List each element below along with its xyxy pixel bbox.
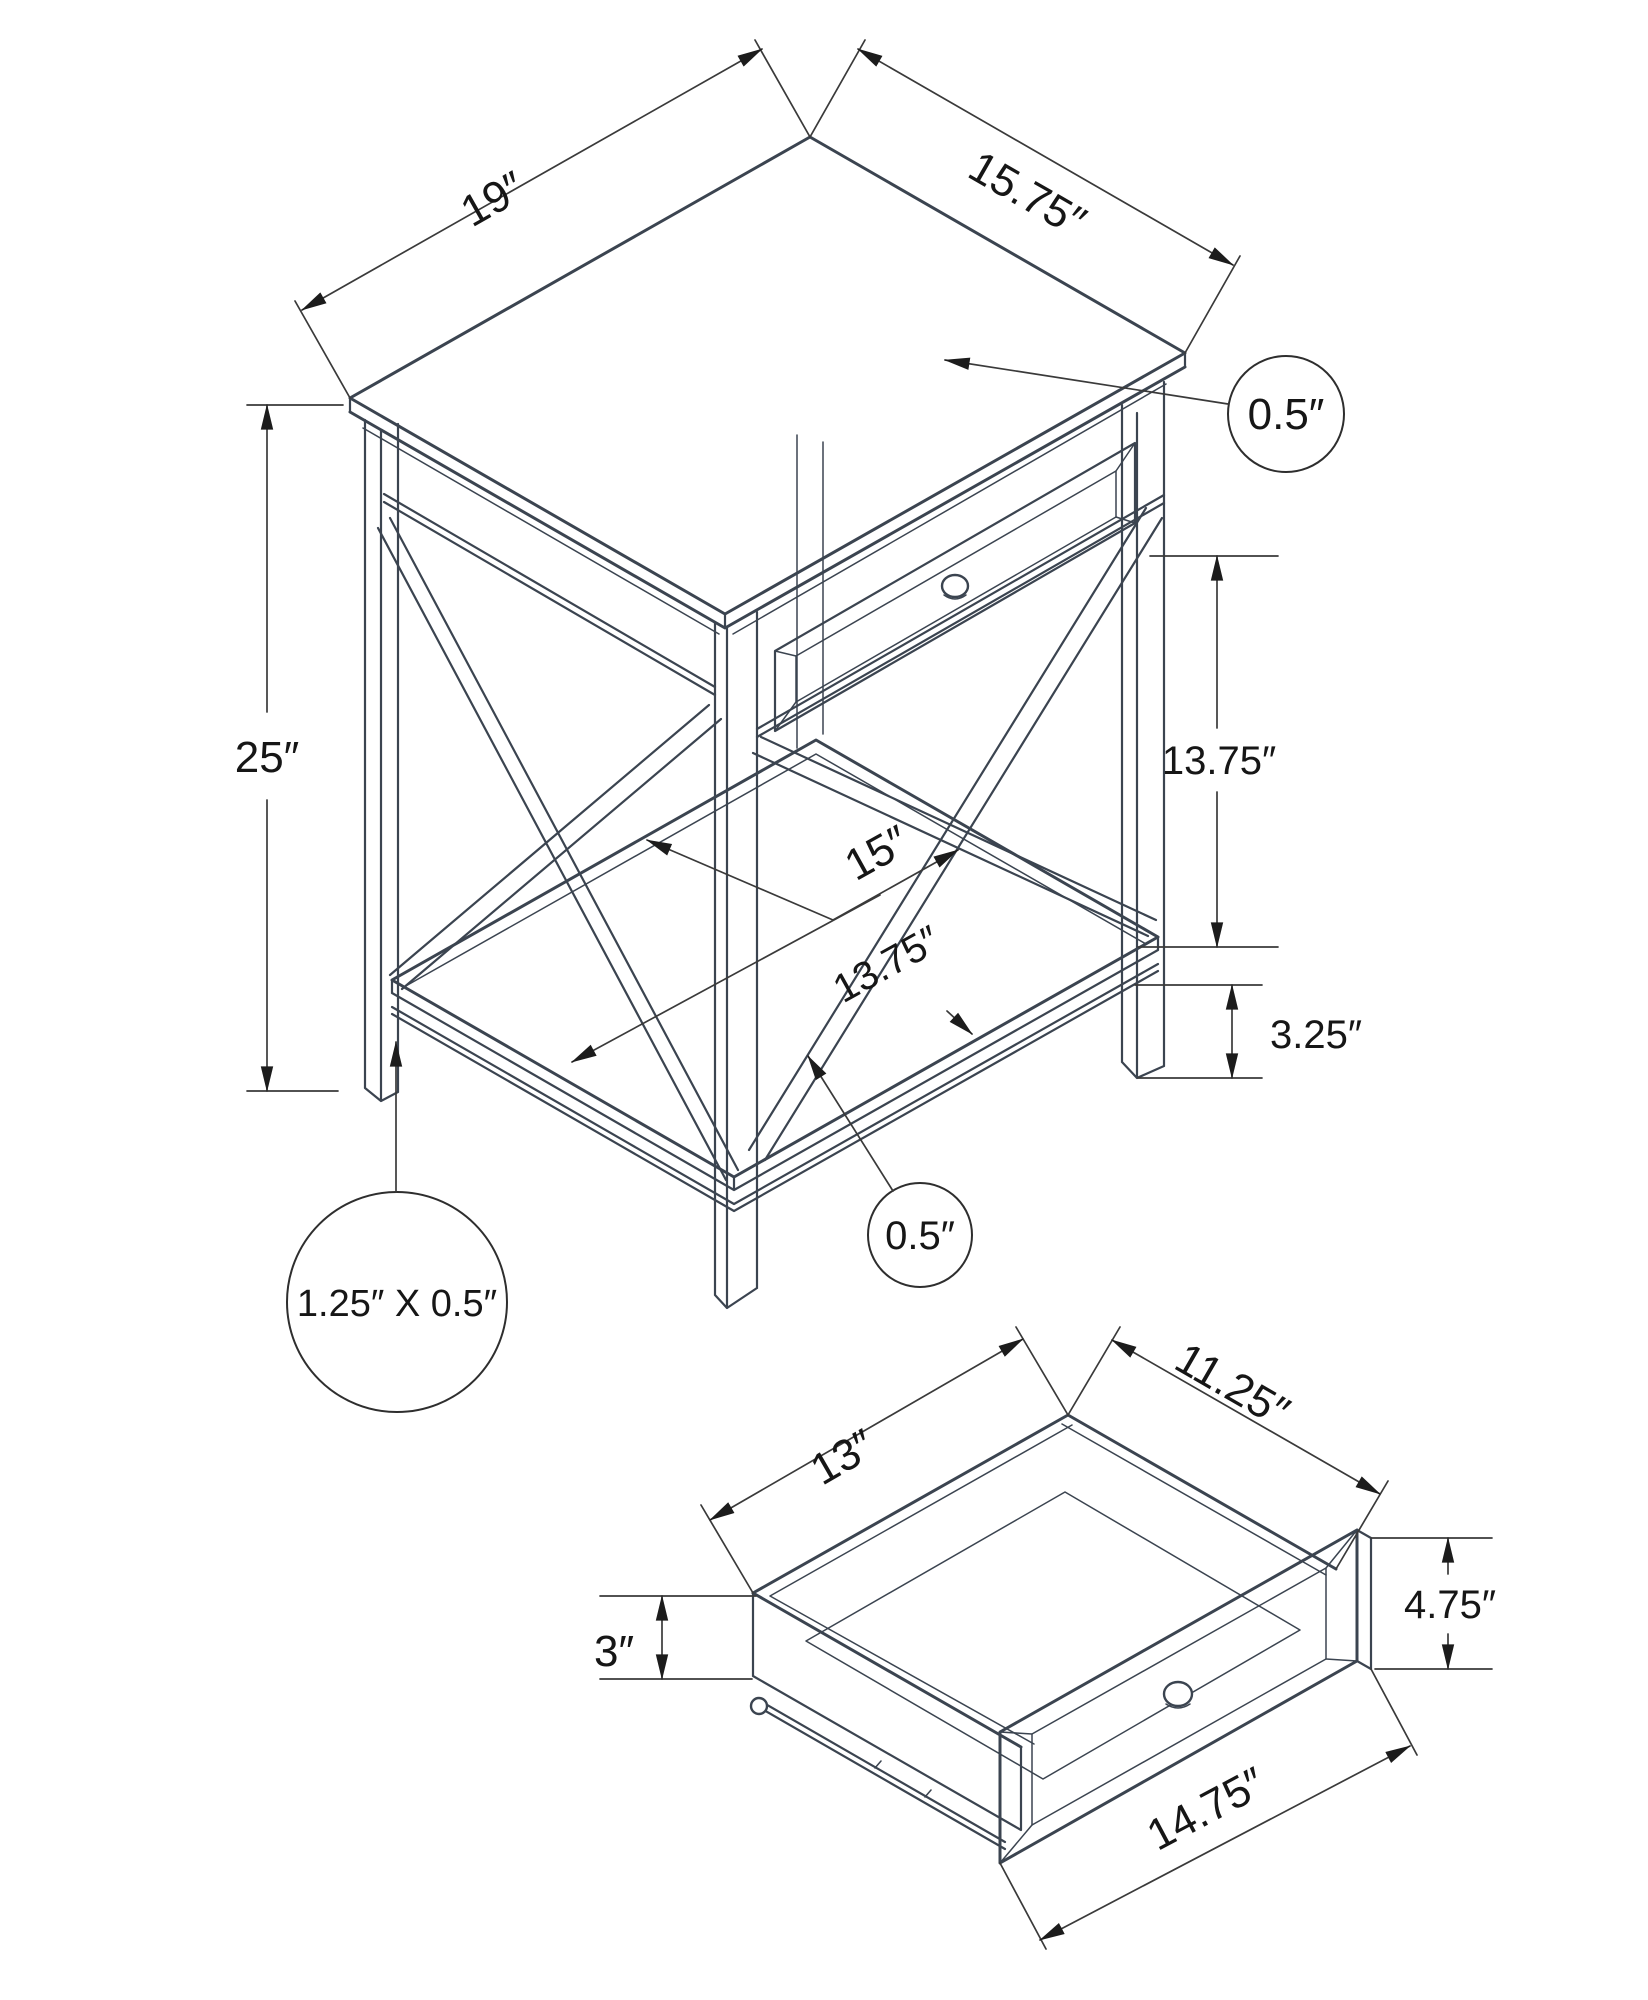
dim-label-side-height: 3″ <box>594 1627 634 1676</box>
leader-line <box>943 357 1229 405</box>
shelf-top-face <box>390 738 1160 1179</box>
drawer-dimensions: 13″ 11.25″ 3″ 4.75″ 14.75″ <box>594 1326 1496 1950</box>
drawer-front-panel-end-face <box>1355 1528 1373 1671</box>
dim-drawer-to-shelf: 13.75″ <box>1137 554 1279 949</box>
dim-table-top-width: 15.75″ <box>809 39 1241 354</box>
dim-label-shelf-bottom-height: 3.25″ <box>1270 1013 1362 1057</box>
drawer-slide-rail <box>760 1700 1007 1851</box>
drawer-detail-knob <box>1162 1680 1194 1708</box>
callout-leg-profile: 1.25″ X 0.5″ <box>286 1040 508 1413</box>
dim-label-overall-height: 25″ <box>235 733 300 782</box>
extension-lines <box>809 39 1241 354</box>
back-leg <box>796 434 824 749</box>
callout-circle <box>867 1182 973 1288</box>
dim-brace-span: 15″ <box>646 816 959 921</box>
under-top-trim-lines <box>362 383 1167 635</box>
dimension-line <box>1039 1745 1411 1941</box>
extension-lines <box>1370 1537 1493 1670</box>
dim-label-top-width: 15.75″ <box>960 142 1093 247</box>
extension-lines <box>1134 984 1263 1079</box>
dimension-line <box>1111 1339 1381 1495</box>
dim-label-shelf-thickness: 0.5″ <box>885 1214 955 1258</box>
extension-lines <box>999 1668 1418 1950</box>
callout-top-thickness: 0.5″ <box>943 355 1345 473</box>
dim-shelf-bottom-height: 3.25″ <box>1134 983 1362 1080</box>
dim-table-top-depth: 19″ <box>294 39 811 399</box>
dim-label-box-depth: 13″ <box>803 1420 883 1495</box>
drawer-front-bevel-lines <box>774 442 1136 732</box>
drawer-knob-base <box>943 594 967 600</box>
dim-label-shelf-depth: 13.75″ <box>826 918 947 1012</box>
table-top-corner-edges <box>348 351 1187 630</box>
extension-lines <box>294 39 811 399</box>
dim-label-leg-profile: 1.25″ X 0.5″ <box>297 1283 497 1325</box>
dim-overall-height: 25″ <box>235 403 344 1093</box>
right-leg <box>1120 380 1166 1080</box>
drawer-detail-knob-base <box>1165 1703 1191 1709</box>
leader-line <box>807 1055 894 1192</box>
leader-left <box>571 894 881 1063</box>
dimension-line <box>709 1338 1024 1521</box>
drawer-knob <box>940 573 970 599</box>
dim-front-height: 4.75″ <box>1370 1536 1496 1671</box>
leader-right <box>946 1010 973 1035</box>
x-brace-right-face <box>747 506 1164 1162</box>
extension-lines <box>700 1326 1069 1594</box>
dim-label-box-width: 11.25″ <box>1167 1334 1298 1438</box>
table-figure <box>348 135 1187 1310</box>
dim-label-front-height: 4.75″ <box>1404 1583 1496 1627</box>
dimension-line <box>857 48 1234 266</box>
shelf-front-thickness-edge <box>390 935 1160 1192</box>
drawer-front-bevels <box>999 1529 1358 1864</box>
slide-rail-end-cap <box>749 1696 769 1716</box>
dim-front-width: 14.75″ <box>999 1668 1418 1950</box>
x-brace-left-face <box>376 516 740 1182</box>
dim-shelf-depth: 13.75″ <box>571 894 973 1063</box>
dim-box-width: 11.25″ <box>1067 1326 1389 1570</box>
dim-box-depth: 13″ <box>700 1326 1069 1594</box>
left-leg <box>363 418 400 1103</box>
slide-rail-ticks <box>874 1760 932 1798</box>
shelf-rail-bottom-edges <box>390 962 1160 1213</box>
shelf-back-rail-lines <box>403 753 1147 988</box>
dim-label-top-depth: 19″ <box>453 162 533 236</box>
leader-left <box>646 839 834 921</box>
callout-shelf-thickness: 0.5″ <box>807 1055 973 1288</box>
front-leg <box>713 610 759 1310</box>
dimension-line <box>301 48 763 311</box>
table-dimensions: 19″ 15.75″ 0.5″ 25″ 13.75″ <box>235 39 1362 1413</box>
drawer-side-face <box>751 1591 1023 1832</box>
drawer-rim-side-edge <box>751 1591 1023 1749</box>
callout-circle <box>286 1191 508 1413</box>
drawer-band-bottom-rail <box>755 493 1166 739</box>
left-apron-rail <box>382 492 717 697</box>
dim-side-height: 3″ <box>594 1594 757 1681</box>
extension-lines <box>599 1595 757 1680</box>
callout-circle <box>1227 355 1345 473</box>
dim-label-top-thickness: 0.5″ <box>1248 390 1325 439</box>
dim-label-drawer-to-shelf: 13.75″ <box>1162 739 1276 783</box>
